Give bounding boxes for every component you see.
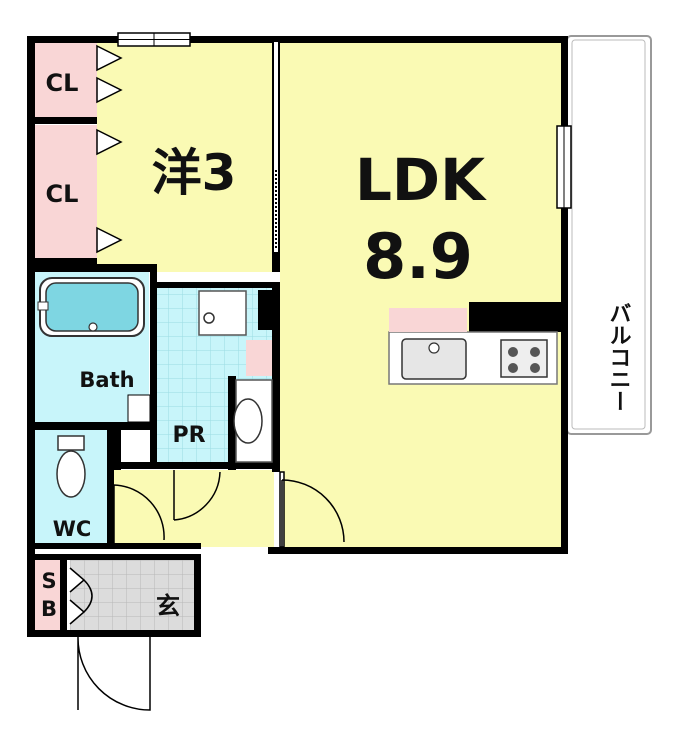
western-room-label: 洋3 bbox=[152, 144, 237, 202]
powder-room-label: PR bbox=[172, 423, 205, 448]
toilet-label: WC bbox=[53, 517, 92, 541]
washer-pan bbox=[198, 290, 247, 336]
closet-doors bbox=[96, 44, 123, 254]
powder-room-counter bbox=[246, 340, 272, 376]
sliding-partition bbox=[274, 42, 278, 252]
windows bbox=[117, 32, 572, 209]
doors bbox=[69, 470, 345, 711]
bath-door bbox=[127, 394, 151, 423]
closet-upper-label: CL bbox=[46, 69, 79, 97]
shoe-box-label-b: B bbox=[41, 597, 57, 621]
bath-label: Bath bbox=[79, 368, 134, 392]
ldk-size-label: 8.9 bbox=[363, 220, 473, 293]
ldk-label: LDK bbox=[355, 146, 487, 214]
bathtub bbox=[37, 277, 145, 337]
entrance-floor bbox=[70, 560, 197, 632]
walls bbox=[27, 36, 568, 637]
ldk-floor bbox=[280, 42, 563, 547]
closet-upper-floor bbox=[34, 42, 97, 117]
hallway-floor bbox=[112, 470, 274, 547]
washbasin bbox=[233, 379, 273, 463]
balcony-label: バルコニー bbox=[606, 302, 631, 412]
entrance-label: 玄 bbox=[156, 592, 180, 620]
kitchen-counter bbox=[388, 308, 558, 385]
toilet-fixture bbox=[56, 435, 86, 498]
shoe-box-label-s: S bbox=[41, 569, 56, 593]
closet-lower-floor bbox=[34, 125, 97, 258]
closet-lower-label: CL bbox=[46, 180, 79, 208]
western-room-floor bbox=[97, 42, 277, 272]
